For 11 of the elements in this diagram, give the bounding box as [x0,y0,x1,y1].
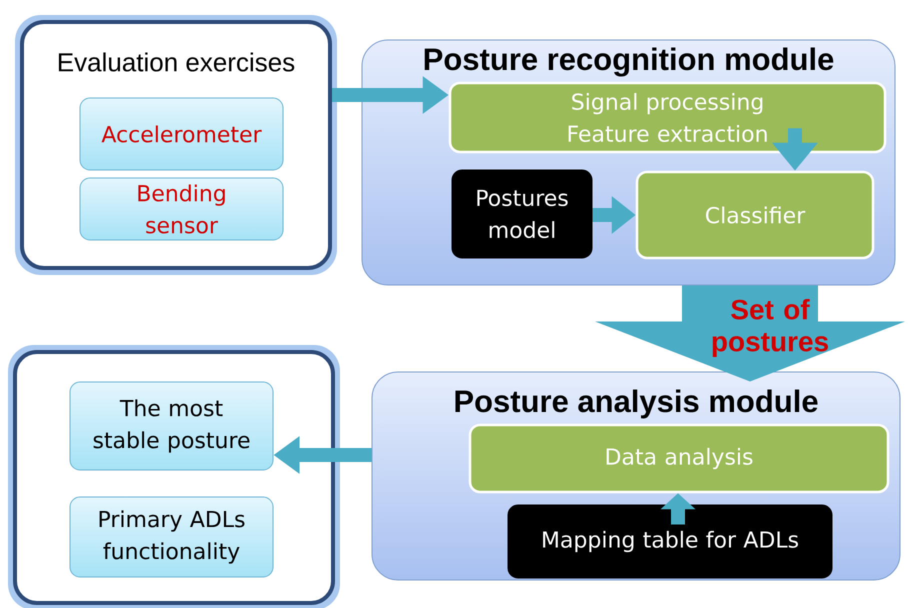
model-box: Postures model [452,170,592,258]
result-box: Primary ADLs functionality [70,496,274,578]
model-box: Mapping table for ADLs [508,504,832,578]
sensor-box: Bending sensor [80,178,284,240]
edge-label: Set of postures [712,298,828,358]
process-box: Data analysis [468,424,890,494]
block-arrow [595,286,905,382]
process-box: Classifier [636,170,874,260]
sensor-box: Accelerometer [80,98,284,170]
result-box: The most stable posture [70,382,274,470]
process-box: Signal processing Feature extraction [448,82,886,154]
